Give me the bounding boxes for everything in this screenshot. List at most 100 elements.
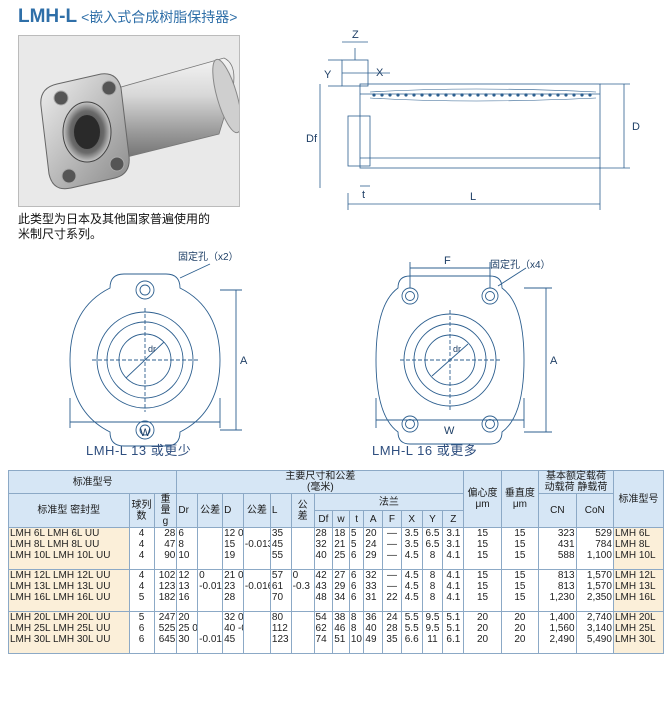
cell-line: 35 xyxy=(386,634,398,645)
cell-line: 57 xyxy=(271,570,284,582)
description: 此类型为日本及其他国家普遍使用的 米制尺寸系列。 xyxy=(18,212,248,242)
cell-line: LMH 12L xyxy=(614,570,656,582)
cell-line: 21 xyxy=(334,539,346,550)
th-df: Df xyxy=(313,510,334,528)
cell-line: 15 xyxy=(514,550,526,561)
cell-line: 15 xyxy=(514,592,526,603)
cell-line: 525 xyxy=(158,623,176,634)
cell-line: 588 xyxy=(557,550,575,561)
label-w: W xyxy=(444,425,455,437)
cell-line: 11 xyxy=(427,634,438,645)
cell-line: 6 xyxy=(178,528,184,540)
cell-line: 55 xyxy=(271,550,284,561)
cell-line xyxy=(245,592,269,603)
cell-line: 10 xyxy=(178,550,190,561)
cell-d-tol: -0.013 xyxy=(242,527,271,570)
cell-line: LMH 25L LMH 25L UU xyxy=(10,623,111,634)
cell-line: LMH 8L LMH 8L UU xyxy=(10,539,100,550)
cell-line xyxy=(199,592,221,603)
cell-line: 15 xyxy=(476,539,489,550)
cell-line: 1,400 xyxy=(549,612,575,624)
cell-line: LMH 6L LMH 6L UU xyxy=(10,528,100,540)
cell-line: 4.5 xyxy=(404,570,419,582)
cell-line: 47 xyxy=(164,539,176,550)
cell-line: 38 xyxy=(334,612,346,624)
cell-line: 0 xyxy=(292,570,299,582)
cell-line: 74 xyxy=(315,634,327,645)
label-l: L xyxy=(470,191,476,203)
cell-line: 20 xyxy=(514,623,526,634)
th-model-right: 标准型号 xyxy=(612,470,665,528)
cell-line: 40 xyxy=(365,623,377,634)
cell-line: 19 xyxy=(224,550,236,561)
cell-line: LMH 8L xyxy=(614,539,650,550)
label-a: A xyxy=(550,355,558,367)
cell-line: 8 xyxy=(350,612,357,624)
cell-line: 1,570 xyxy=(586,581,612,592)
cell-line: 18 xyxy=(334,528,346,540)
cell-line: 5 xyxy=(350,539,357,550)
cell-line: 20 xyxy=(514,634,526,645)
cell-line: 6.1 xyxy=(446,634,461,645)
cell-line: -0.012 xyxy=(199,634,222,645)
cell-line: 40 -0.019 xyxy=(224,623,242,634)
cell-line xyxy=(293,592,313,603)
cell-line xyxy=(245,550,269,561)
th-l-tol: 公差 xyxy=(290,493,315,528)
cell-line xyxy=(245,529,269,540)
cell-line xyxy=(293,539,313,550)
cell-line: 4.1 xyxy=(446,592,461,603)
cell-line: — xyxy=(386,570,397,582)
cell-line: 5.5 xyxy=(404,612,419,624)
cell-line: 5,490 xyxy=(586,634,612,645)
caption-small: LMH-L 13 或更少 xyxy=(86,443,192,458)
cell-line: -0.016 xyxy=(244,581,270,592)
cell-line: LMH 25L xyxy=(614,623,656,634)
page-title: LMH-L<嵌入式合成树脂保持器> xyxy=(18,6,237,30)
cell-line: -0.010 xyxy=(199,581,222,592)
cell-line: 6 xyxy=(350,592,357,603)
cell-l-tol xyxy=(290,611,315,654)
cell-line: 4.1 xyxy=(446,570,461,582)
cell-line: LMH 30L xyxy=(614,634,656,645)
cell-line: 3.1 xyxy=(446,528,461,540)
cell-line: 90 xyxy=(164,550,176,561)
cell-line: 182 xyxy=(158,592,176,603)
side-view-drawing: Z Y X Df D t L xyxy=(306,29,640,210)
cell-line: 20 xyxy=(365,528,377,540)
cell-line: 5 xyxy=(138,592,145,603)
description-line-2: 米制尺寸系列。 xyxy=(18,227,103,241)
cell-line: 46 xyxy=(334,623,346,634)
cell-line: 30 xyxy=(178,634,190,645)
cell-line xyxy=(293,623,313,634)
product-photo xyxy=(18,35,240,207)
label-df: Df xyxy=(306,133,318,145)
cell-line: 70 xyxy=(271,592,284,603)
cell-line: 9.5 xyxy=(425,612,440,624)
cell-line: 8 xyxy=(429,592,436,603)
label-hole-x2: 固定孔（x2） xyxy=(178,250,239,263)
th-main: 主要尺寸和公差(毫米) xyxy=(176,470,465,494)
cell-line: 20 xyxy=(178,612,190,624)
cell-line: 15 xyxy=(476,570,489,582)
cell-line: 1,230 xyxy=(549,592,575,603)
cell-line: 36 xyxy=(365,612,377,624)
